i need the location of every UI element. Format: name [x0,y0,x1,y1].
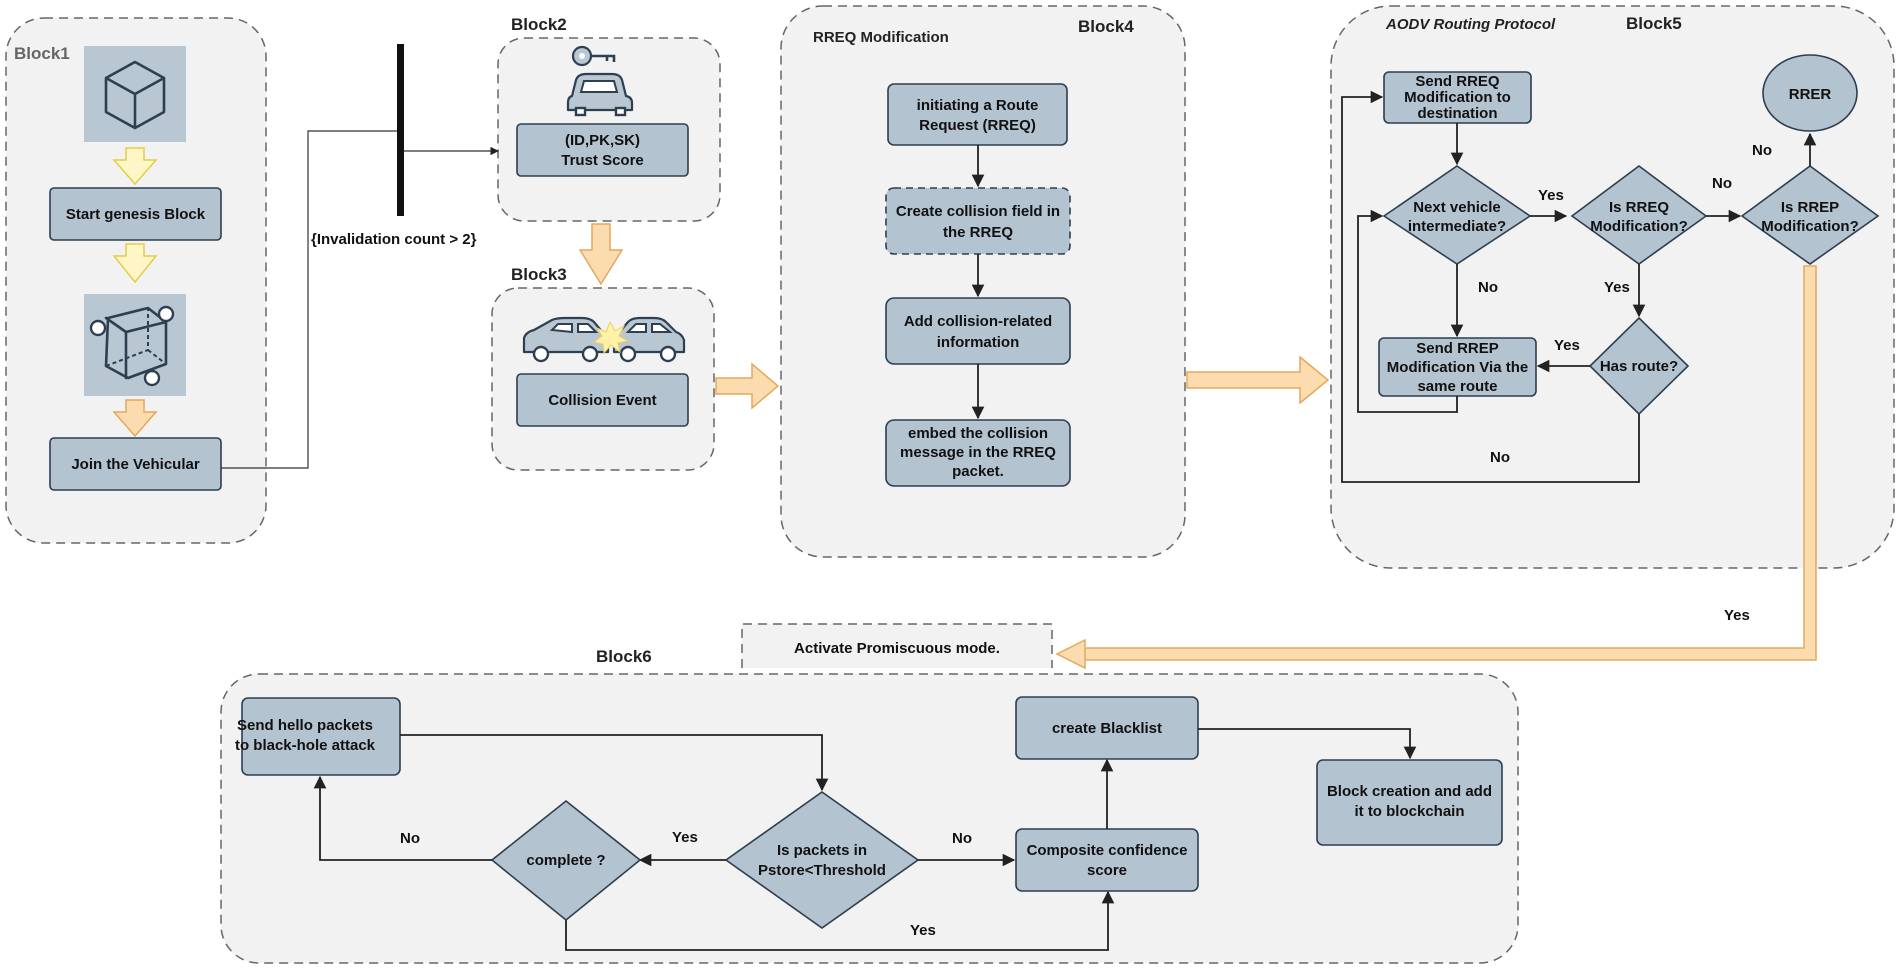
embed-line3: packet. [952,463,1004,480]
create-blacklist-node [1015,696,1199,760]
down-arrow-1 [112,147,158,186]
is-packets-line2: Pstore<Threshold [758,862,886,879]
collision-event-label: Collision Event [548,392,656,409]
block3-title: Block3 [511,265,567,284]
label-no-next: No [1478,279,1498,296]
add-collision-info-node [885,297,1071,365]
label-yes-to-complete: Yes [672,829,698,846]
send-rreq-line2: Modification to [1404,89,1511,106]
block5-title: Block5 [1626,14,1682,33]
composite-line2: score [1087,862,1127,879]
embed-line1: embed the collision [908,425,1048,442]
edge-complete-to-hello [313,775,492,861]
composite-score-node [1015,828,1199,892]
block2-title: Block2 [511,15,567,34]
promiscuous-box [741,623,1053,668]
yes-arrow-head [1055,638,1086,670]
label-no-rreq: No [1712,175,1732,192]
block-creation-line1: Block creation and add [1327,783,1492,800]
block-creation-node [1316,759,1503,846]
car-key-icon [566,45,634,117]
send-rreq-line3: destination [1417,105,1497,122]
embed-collision-node [885,419,1071,487]
label-yes-next: Yes [1538,187,1564,204]
send-hello-line1: Send hello packets [237,717,373,734]
edge-loop-sendrrep-to-next [1357,209,1458,413]
add-info-line1: Add collision-related [904,313,1052,330]
label-yes-rreq: Yes [1604,279,1630,296]
down-arrow-block2-to-block3 [578,223,624,286]
join-vehicular-node [49,437,222,491]
label-no-to-composite: No [952,830,972,847]
block4-subtitle: RREQ Modification [813,29,949,46]
trust-line1: (ID,PK,SK) [565,132,640,149]
has-route-label: Has route? [1600,358,1678,375]
add-info-line2: information [937,334,1020,351]
composite-line1: Composite confidence [1027,842,1188,859]
is-rrep-decision [1740,165,1880,265]
create-collision-field-node [885,187,1071,255]
edge-blacklist-to-blockcreation [1198,728,1417,760]
block4-container [780,5,1186,558]
send-rreq-line1: Send RREQ [1415,73,1500,90]
is-packets-line1: Is packets in [777,842,867,859]
node-cube-icon [84,294,186,396]
edge-hello-to-ispackets [400,734,829,792]
sync-bar [397,44,404,216]
label-no-rrep: No [1752,142,1772,159]
join-vehicular-label: Join the Vehicular [71,456,200,473]
collision-event-node [516,373,689,427]
send-hello-node [241,697,401,776]
trust-score-node [516,123,689,177]
block-creation-line2: it to blockchain [1354,803,1464,820]
create-field-line2: the RREQ [943,224,1013,241]
is-rrep-line2: Modification? [1761,218,1859,235]
next-vehicle-line2: intermediate? [1408,218,1506,235]
label-no-to-hello: No [400,830,420,847]
car-collision-icon [522,316,686,363]
embed-line2: message in the RREQ [900,444,1056,461]
right-arrow-block4-to-block5 [1186,355,1330,405]
label-no-hasroute: No [1490,449,1510,466]
edge-loop-hasroute-to-sendrreq [1341,90,1640,483]
block4-title: Block4 [1078,17,1134,36]
block1-title: Block1 [14,44,70,63]
down-arrow-2 [112,243,158,284]
is-rreq-line1: Is RREQ [1609,199,1669,216]
send-hello-line2: to black-hole attack [235,737,376,754]
right-arrow-block3-to-block4 [715,362,780,410]
label-yes-rrep: Yes [1724,607,1750,624]
down-arrow-3 [112,399,158,438]
is-rrep-line1: Is RREP [1781,199,1839,216]
start-genesis-label: Start genesis Block [66,206,206,223]
create-field-line1: Create collision field in [896,203,1060,220]
trust-line2: Trust Score [561,152,644,169]
block5-subtitle: AODV Routing Protocol [1385,16,1556,33]
label-yes-hasroute: Yes [1554,337,1580,354]
send-rrep-line2: Modification Via the [1387,359,1528,376]
blacklist-label: create Blacklist [1052,720,1162,737]
initiate-rreq-node [887,83,1068,146]
promiscuous-label: Activate Promiscuous mode. [794,640,1000,657]
block5-container [1330,5,1895,569]
send-rrep-line1: Send RREP [1416,340,1499,357]
is-packets-decision [724,791,920,929]
block6-title: Block6 [596,647,652,666]
is-rreq-line2: Modification? [1590,218,1688,235]
edge-complete-to-composite [565,890,1115,951]
initiate-line1: initiating a Route [917,97,1039,114]
next-vehicle-line1: Next vehicle [1413,199,1501,216]
label-yes-to-composite: Yes [910,922,936,939]
complete-label: complete ? [526,852,605,869]
rrer-node [1762,54,1858,132]
invalidation-condition: {Invalidation count > 2} [311,231,477,248]
start-genesis-block [49,187,222,241]
edge-join-to-bar [221,130,398,469]
send-rrep-line3: same route [1417,378,1497,395]
rrer-label: RRER [1789,86,1832,103]
cube-icon [84,46,186,142]
initiate-line2: Request (RREQ) [919,117,1036,134]
